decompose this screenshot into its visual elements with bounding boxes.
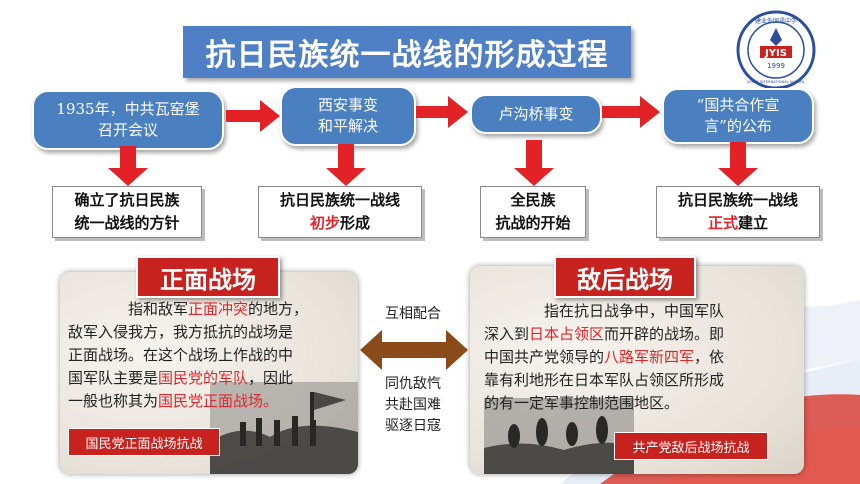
result-2-red: 初步 xyxy=(309,214,340,232)
event-wayaobao: 1935年，中共瓦窑堡召开会议 xyxy=(32,90,224,150)
rear-battlefield-heading: 敌后战场 xyxy=(554,256,696,298)
rear-text-2b: 而开辟的战场。即 xyxy=(604,325,725,343)
mutual-cooperation-label: 互相配合 xyxy=(385,306,441,322)
front-battlefield-heading: 正面战场 xyxy=(136,256,280,298)
result-2-line1: 抗日民族统一战线 xyxy=(279,191,400,209)
arrow-right-icon xyxy=(602,96,660,128)
front-text-1-red: 正面冲突 xyxy=(188,300,249,318)
rear-text-2-red: 日本占领区 xyxy=(529,325,605,343)
rear-caption: 共产党敌后战场抗战 xyxy=(614,432,768,460)
rear-text-4: 靠有利地形在日本军队占领区所形成 xyxy=(484,371,725,389)
result-policy-established: 确立了抗日民族 统一战线的方针 xyxy=(52,186,202,238)
front-text-2: 敌军入侵我方，我方抵抗的战场是 xyxy=(68,323,294,341)
arrow-down-icon xyxy=(326,144,366,186)
result-nationwide-war: 全民族 抗战的开始 xyxy=(480,186,586,238)
front-text-1-rest: 的地方， xyxy=(248,300,309,318)
logo-en-text: JIANYE INTERNATIONAL SCHOOL xyxy=(746,80,805,84)
event-wayaobao-line1: 1935年，中共瓦窑堡 xyxy=(56,100,200,118)
front-text-1: 指和敌军 xyxy=(128,300,189,318)
result-3-line2: 抗战的开始 xyxy=(495,214,571,232)
result-4-line1: 抗日民族统一战线 xyxy=(677,191,798,209)
rear-text-2a: 深入到 xyxy=(484,325,530,343)
arrow-down-icon xyxy=(514,140,554,186)
arrow-down-icon xyxy=(718,142,758,186)
school-logo: JYIS 1999 建业外国语中学 JIANYE INTERNATIONAL S… xyxy=(736,10,816,90)
event-kmt-cpc-declaration: “国共合作宣言”的公布 xyxy=(662,88,814,144)
logo-main-text: JYIS xyxy=(764,48,787,59)
rear-text-3b: ，依 xyxy=(694,348,725,366)
arrow-down-icon xyxy=(108,146,148,186)
rear-text-1: 指在抗日战争中，中国军队 xyxy=(544,302,725,320)
event-lugouqiao-line1: 卢沟桥事变 xyxy=(498,104,574,123)
logo-year-text: 1999 xyxy=(767,62,785,70)
result-1-line1: 确立了抗日民族 xyxy=(74,191,180,209)
slogan-3: 驱逐日寇 xyxy=(385,418,441,434)
front-battle-photo xyxy=(210,382,358,474)
rear-text-5: 的有一定军事控制范围地区。 xyxy=(484,394,680,412)
rear-description: 指在抗日战争中，中国军队 深入到日本占领区而开辟的战场。即 中国共产党领导的八路… xyxy=(484,300,802,415)
front-text-4b: ，因此 xyxy=(248,369,294,387)
front-text-5a: 一般也称其为 xyxy=(68,392,159,410)
event-wayaobao-line2: 召开会议 xyxy=(97,121,158,139)
front-text-3: 正面战场。在这个战场上作战的中 xyxy=(68,346,294,364)
result-4-rest: 建立 xyxy=(738,214,769,232)
front-text-4-red: 国民党的军队 xyxy=(158,369,249,387)
result-4-red: 正式 xyxy=(707,214,738,232)
front-text-5-red: 国民党正面战场。 xyxy=(158,392,279,410)
event-declaration-line1: “国共合作宣 xyxy=(696,96,780,114)
front-description: 指和敌军正面冲突的地方， 敌军入侵我方，我方抵抗的战场是 正面战场。在这个战场上… xyxy=(68,298,354,413)
event-xian-incident: 西安事变和平解决 xyxy=(280,86,416,146)
front-battlefield-panel: 指和敌军正面冲突的地方， 敌军入侵我方，我方抵抗的战场是 正面战场。在这个战场上… xyxy=(60,272,358,474)
arrow-right-icon xyxy=(226,100,280,132)
rear-battle-photo xyxy=(484,398,634,474)
result-officially-established: 抗日民族统一战线 正式建立 xyxy=(656,186,820,238)
event-xian-line1: 西安事变 xyxy=(317,96,378,114)
event-lugouqiao: 卢沟桥事变 xyxy=(470,94,602,134)
event-declaration-line2: 言”的公布 xyxy=(704,117,772,135)
unity-slogans: 同仇敌忾 共赴国难 驱逐日寇 xyxy=(368,374,458,437)
arrow-right-icon xyxy=(416,96,468,128)
slogan-1: 同仇敌忾 xyxy=(385,376,441,392)
result-2-rest: 形成 xyxy=(340,214,371,232)
front-text-4a: 国军队主要是 xyxy=(68,369,159,387)
rear-text-3a: 中国共产党领导的 xyxy=(484,348,605,366)
rear-text-3-red: 八路军新四军 xyxy=(604,348,695,366)
result-preliminary-formed: 抗日民族统一战线 初步形成 xyxy=(258,186,422,238)
result-1-line2: 统一战线的方针 xyxy=(74,214,180,232)
front-caption: 国民党正面战场抗战 xyxy=(68,428,220,456)
rear-battlefield-panel: 指在抗日战争中，中国军队 深入到日本占领区而开辟的战场。即 中国共产党领导的八路… xyxy=(470,266,804,474)
result-3-line1: 全民族 xyxy=(510,191,556,209)
slogan-2: 共赴国难 xyxy=(385,397,441,413)
logo-top-text: 建业外国语中学 xyxy=(755,17,797,25)
event-xian-line2: 和平解决 xyxy=(317,117,378,135)
double-arrow-icon xyxy=(360,330,468,370)
page-title: 抗日民族统一战线的形成过程 xyxy=(183,26,631,78)
